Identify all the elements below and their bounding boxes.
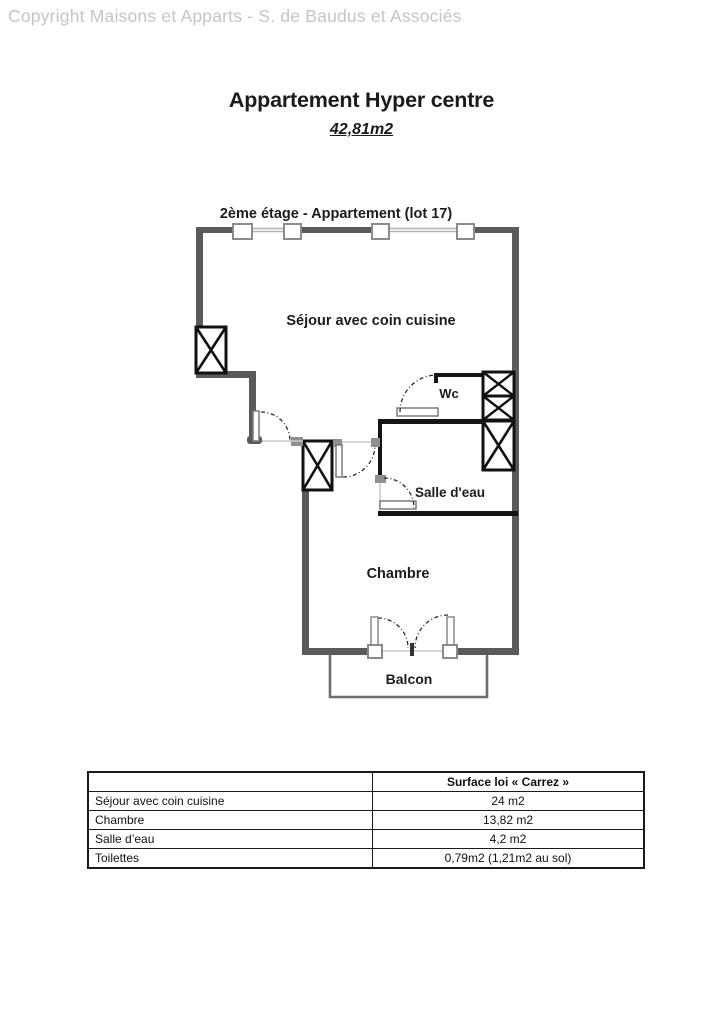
row-label: Toilettes	[87, 848, 373, 869]
wall-chambre-left	[302, 489, 309, 655]
balcony-door-post-left	[370, 616, 379, 648]
window-glazing	[252, 227, 458, 233]
row-label: Chambre	[87, 810, 373, 830]
balcony-door-arc-right	[414, 614, 449, 649]
table-header-carrez: Surface loi « Carrez »	[372, 771, 645, 792]
window-jambs	[232, 223, 475, 240]
room-label-wc: Wc	[439, 386, 459, 401]
thresholds	[262, 440, 444, 652]
table-row: Chambre 13,82 m2	[87, 810, 645, 830]
shaft-left	[194, 325, 228, 375]
wall-sde-bottom	[378, 511, 518, 516]
windows	[232, 223, 475, 240]
shaft-right-lower	[481, 419, 516, 472]
door-leaves	[252, 407, 439, 510]
row-value: 4,2 m2	[372, 829, 645, 849]
wall-bottom-right	[444, 648, 519, 655]
balcony-door-center-stop	[410, 643, 414, 656]
shaft-middle	[301, 439, 334, 492]
row-value: 0,79m2 (1,21m2 au sol)	[372, 848, 645, 869]
wall-bottom-left	[302, 648, 382, 655]
balcony-door-post-right	[446, 616, 455, 648]
table-header-empty	[87, 771, 373, 792]
shaft-symbols	[194, 325, 516, 492]
entry-door-leaf	[252, 410, 260, 442]
row-value: 13,82 m2	[372, 810, 645, 830]
wc-door-arc	[399, 374, 438, 413]
wall-entry	[249, 378, 256, 438]
outer-walls	[196, 227, 519, 655]
shaft-right-upper	[481, 370, 516, 422]
floor-plan: 2ème étage - Appartement (lot 17)	[194, 206, 519, 699]
window-gap	[251, 226, 285, 234]
entry-door-arc	[260, 411, 291, 442]
row-value: 24 m2	[372, 791, 645, 811]
table-row: Séjour avec coin cuisine 24 m2	[87, 791, 645, 811]
wall-left	[196, 227, 203, 373]
page-title: Appartement Hyper centre	[228, 88, 495, 112]
table-row: Toilettes 0,79m2 (1,21m2 au sol)	[87, 848, 645, 869]
floor-label: 2ème étage - Appartement (lot 17)	[220, 206, 452, 222]
balcony-door-arc-left	[377, 617, 409, 649]
copyright-watermark: Copyright Maisons et Apparts - S. de Bau…	[8, 6, 462, 26]
sde-door-arc	[383, 477, 415, 509]
wall-wc-stub	[434, 373, 438, 383]
room-label-salle-eau: Salle d'eau	[415, 485, 485, 500]
chambre-door-arc	[342, 444, 376, 478]
window-gap	[388, 226, 459, 234]
room-label-balcon: Balcon	[386, 671, 433, 687]
row-label: Salle d’eau	[87, 829, 373, 849]
row-label: Séjour avec coin cuisine	[87, 791, 373, 811]
interior-walls	[378, 373, 518, 516]
table-header-row: Surface loi « Carrez »	[87, 771, 645, 792]
sde-door-leaf	[379, 500, 417, 510]
wall-wc-top	[434, 373, 489, 377]
wall-sde-left	[378, 419, 382, 476]
table-row: Salle d’eau 4,2 m2	[87, 829, 645, 849]
wall-top	[196, 227, 519, 233]
surface-table: Surface loi « Carrez » Séjour avec coin …	[87, 771, 645, 869]
balcony-doors	[367, 616, 458, 659]
balcony-outline	[328, 655, 489, 699]
room-label-sejour: Séjour avec coin cuisine	[286, 313, 455, 329]
wc-door-leaf	[396, 407, 439, 417]
chambre-door-leaf	[335, 444, 343, 478]
door-swing-arcs	[260, 374, 449, 649]
total-area-label: 42,81m2	[329, 121, 394, 138]
balcony-jamb-left	[367, 644, 383, 659]
wall-sde-top	[378, 419, 483, 424]
balcony-jamb-right	[442, 644, 458, 659]
room-label-chambre: Chambre	[367, 566, 430, 582]
